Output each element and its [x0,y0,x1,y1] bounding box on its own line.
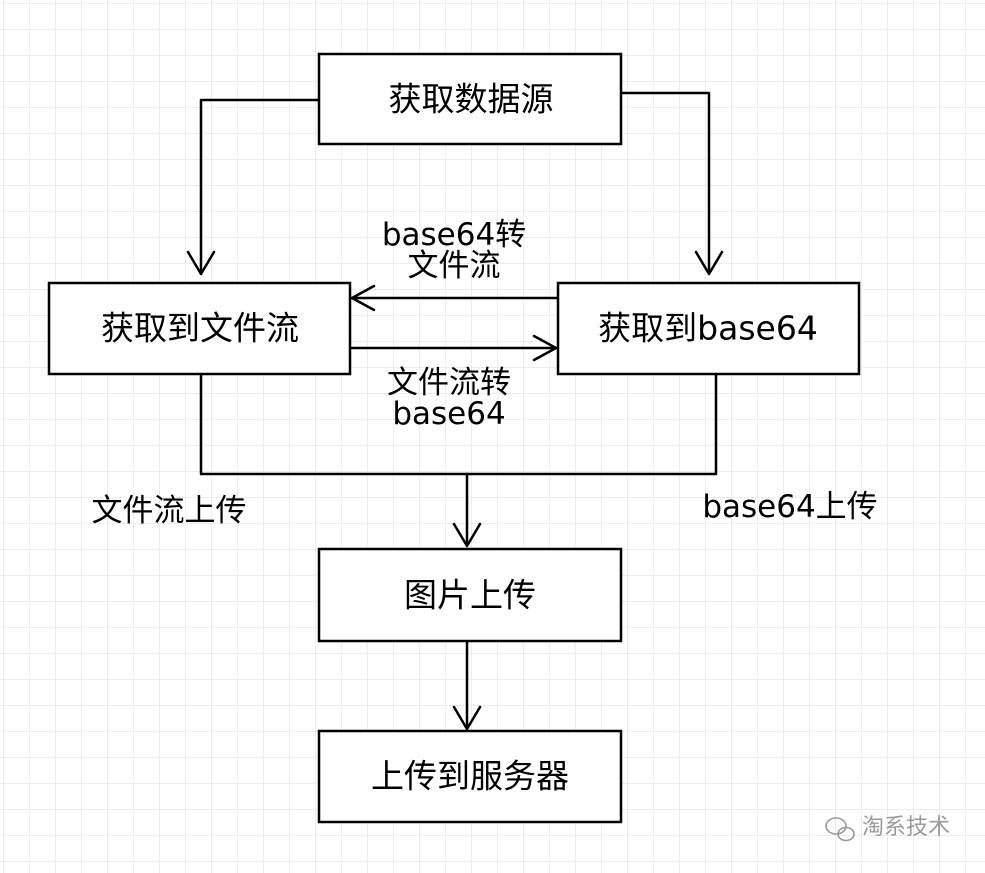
edge-label-base64-to-stream-1: base64转 [382,217,526,253]
node-file-stream-label: 获取到文件流 [101,309,299,348]
node-image-upload-label: 图片上传 [404,576,536,615]
arrowhead-base64 [694,250,724,276]
node-server-label: 上传到服务器 [371,757,569,796]
edge-label-stream-upload: 文件流上传 [92,493,247,529]
node-base64-label: 获取到base64 [598,309,818,348]
node-file-stream-box [47,281,352,376]
arrowhead-to-base64 [532,334,558,362]
arrowhead-to-file-stream [350,284,376,312]
edge-source-to-file-stream [199,98,320,274]
arrowhead-file-stream [186,250,216,276]
node-source-label: 获取数据源 [389,80,554,119]
node-base64-box [556,281,861,376]
arrowhead-image-upload [452,522,482,548]
node-server-box [317,729,623,824]
wechat-icon [825,817,855,842]
watermark-text: 淘系技术 [862,815,950,840]
edge-source-to-base64 [619,91,711,274]
arrowhead-server [452,705,482,731]
node-source-box [317,52,623,146]
edge-label-stream-to-base64-1: 文件流转 [387,365,511,401]
node-image-upload-box [317,547,623,643]
edge-label-base64-upload: base64上传 [702,489,877,525]
edge-label-stream-to-base64-2: base64 [392,396,505,432]
edge-label-base64-to-stream-2: 文件流 [408,248,501,284]
watermark: 淘系技术 [825,815,950,842]
edge-file-stream-upload [199,372,718,476]
